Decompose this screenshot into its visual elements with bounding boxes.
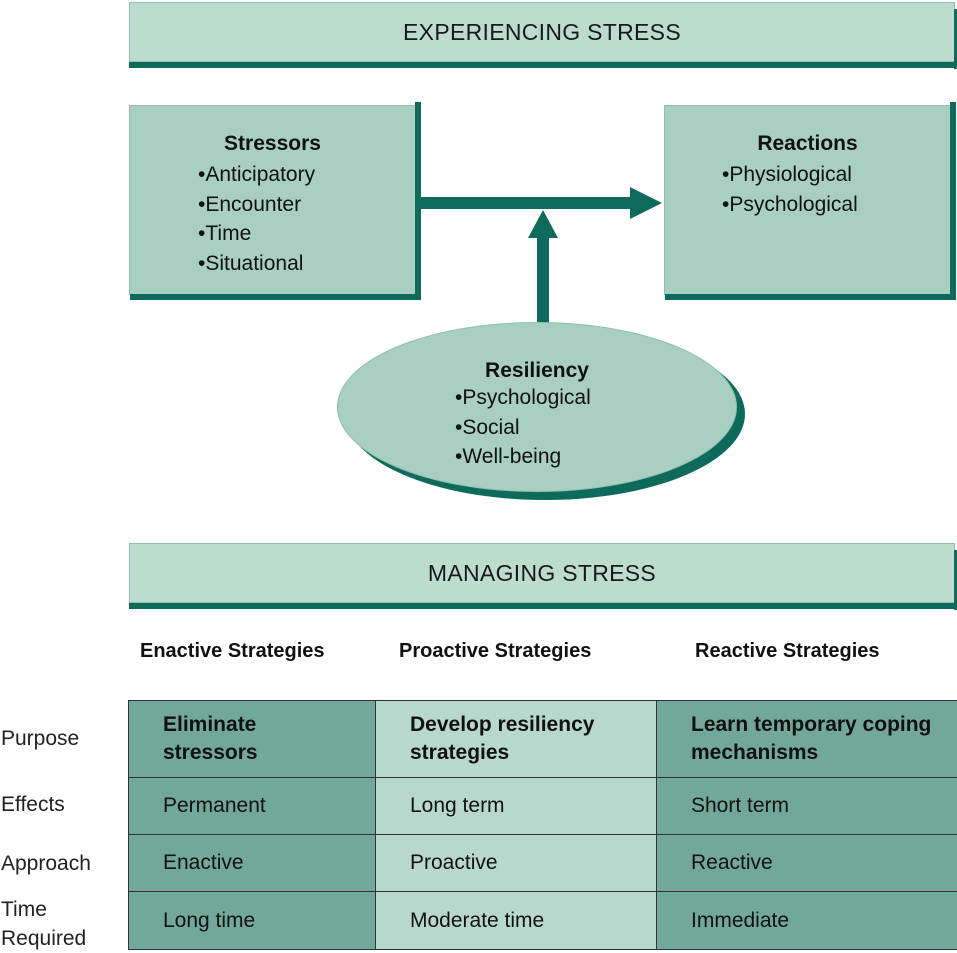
table-cell: Reactive: [656, 834, 957, 892]
resiliency-ellipse: Resiliency Psychological Social Well-bei…: [337, 322, 747, 500]
reactions-box: Reactions Physiological Psychological: [664, 102, 956, 300]
experiencing-stress-banner: EXPERIENCING STRESS: [129, 2, 957, 69]
table-row: Permanent Long term Short term: [128, 777, 957, 835]
resiliency-title: Resiliency: [485, 359, 589, 382]
resiliency-list: Psychological Social Well-being: [455, 383, 736, 472]
proactive-strategies-heading: Proactive Strategies: [399, 640, 592, 662]
table-cell: Enactive: [128, 834, 376, 892]
table-cell: Develop resiliency strategies: [375, 700, 657, 778]
experiencing-stress-title: EXPERIENCING STRESS: [403, 18, 681, 45]
horizontal-arrow-head: [630, 187, 662, 219]
row-label-purpose: Purpose: [1, 727, 80, 750]
table-row: Long time Moderate time Immediate: [128, 891, 957, 950]
reactions-title: Reactions: [757, 132, 858, 155]
row-label-effects: Effects: [1, 793, 65, 816]
vertical-arrow-head: [528, 210, 558, 238]
table-cell: Short term: [656, 777, 957, 835]
resiliency-item: Well-being: [455, 442, 736, 472]
stressor-item: Time: [198, 219, 415, 249]
managing-stress-title: MANAGING STRESS: [427, 559, 657, 586]
horizontal-arrow-shaft: [420, 197, 632, 209]
table-cell: Long time: [128, 891, 376, 950]
table-row: Eliminate stressors Develop resiliency s…: [128, 700, 957, 778]
managing-stress-banner: MANAGING STRESS: [129, 543, 957, 610]
table-cell: Eliminate stressors: [128, 700, 376, 778]
stressors-title: Stressors: [224, 132, 321, 155]
resiliency-item: Social: [455, 413, 736, 443]
resiliency-item: Psychological: [455, 383, 736, 413]
stressor-item: Anticipatory: [198, 160, 415, 190]
table-cell: Permanent: [128, 777, 376, 835]
reaction-item: Psychological: [722, 190, 950, 220]
reactions-list: Physiological Psychological: [722, 160, 950, 219]
stressors-list: Anticipatory Encounter Time Situational: [198, 160, 415, 278]
table-cell: Learn temporary coping mechanisms: [656, 700, 957, 778]
table-cell: Long term: [375, 777, 657, 835]
reaction-item: Physiological: [722, 160, 950, 190]
strategy-table: Eliminate stressors Develop resiliency s…: [128, 700, 957, 950]
enactive-strategies-heading: Enactive Strategies: [140, 640, 325, 662]
table-cell: Proactive: [375, 834, 657, 892]
table-row: Enactive Proactive Reactive: [128, 834, 957, 892]
table-cell: Moderate time: [375, 891, 657, 950]
table-cell: Immediate: [656, 891, 957, 950]
reactive-strategies-heading: Reactive Strategies: [695, 640, 880, 662]
row-label-approach: Approach: [1, 852, 91, 875]
row-label-time-required: Time Required: [1, 898, 87, 950]
stressor-item: Encounter: [198, 190, 415, 220]
stressor-item: Situational: [198, 249, 415, 279]
vertical-arrow-shaft: [537, 236, 549, 324]
stressors-box: Stressors Anticipatory Encounter Time Si…: [129, 102, 421, 300]
